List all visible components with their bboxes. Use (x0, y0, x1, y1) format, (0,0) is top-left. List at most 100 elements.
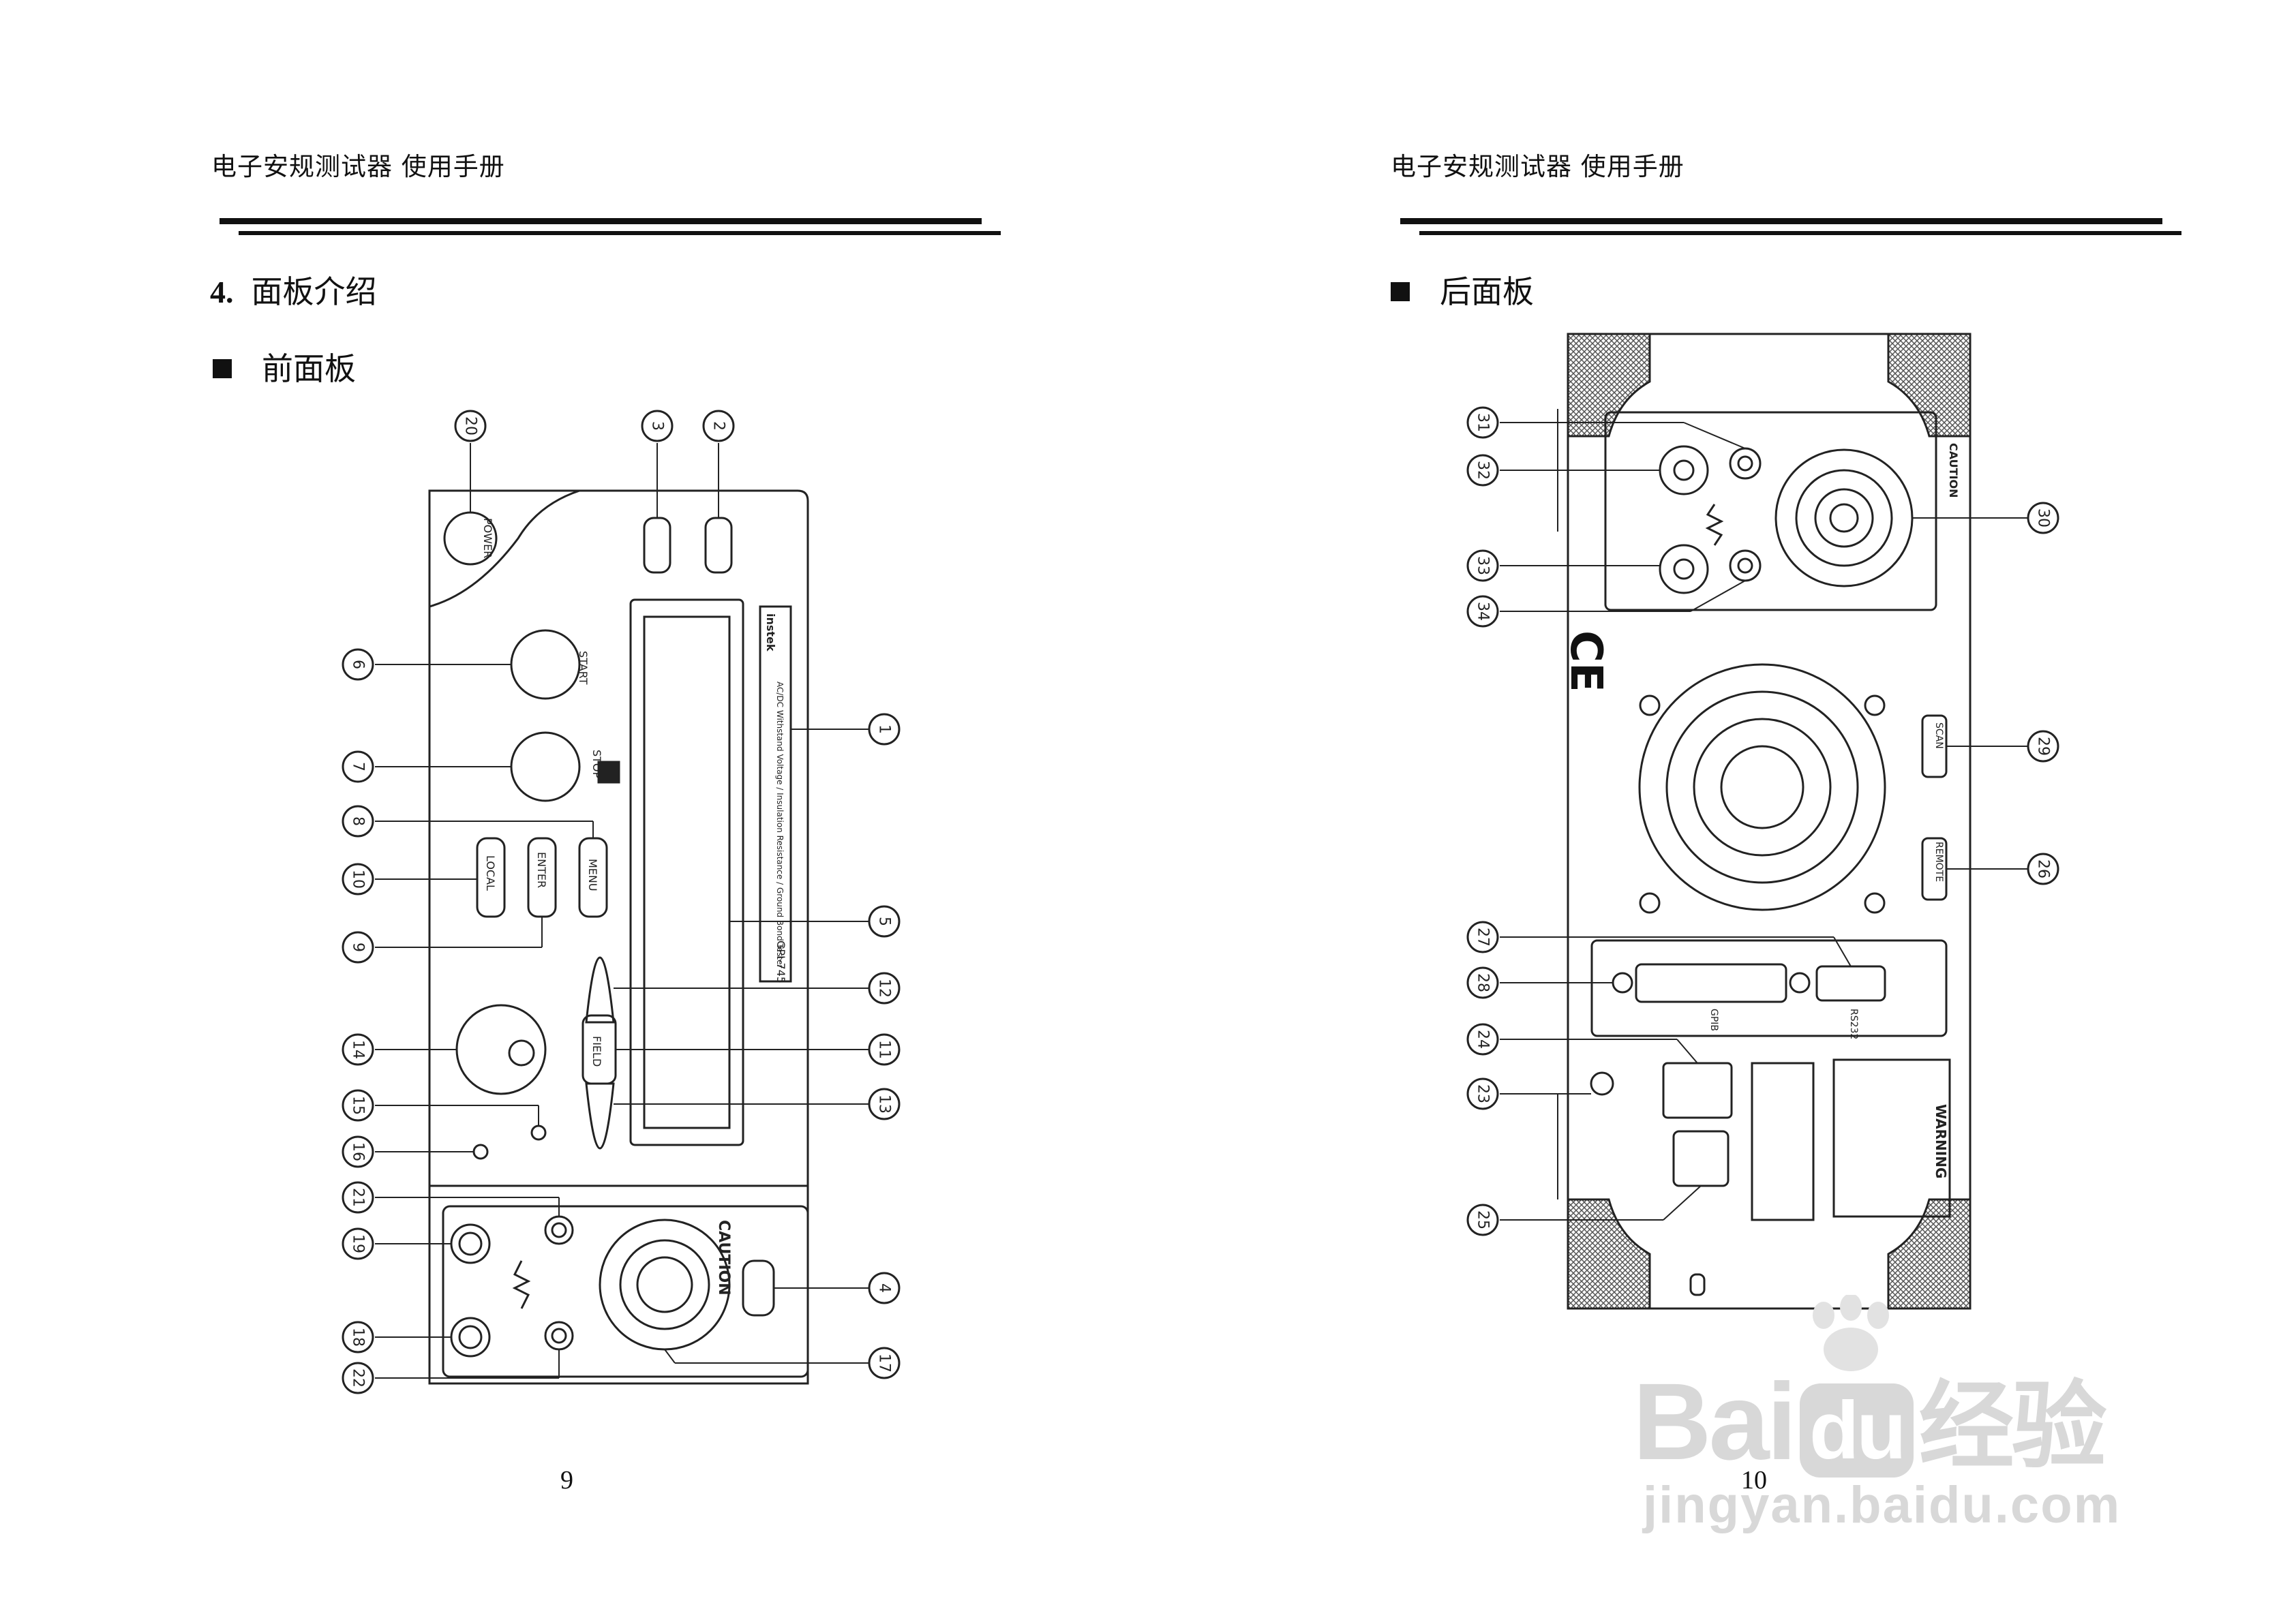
field-label: FIELD (590, 1036, 603, 1067)
front-callout-circle-15 (342, 1089, 374, 1122)
page-number: 9 (560, 1466, 573, 1495)
bullet-square-icon (213, 359, 232, 378)
section-title: 面板介绍 (251, 273, 377, 310)
rear-caution-label: CAUTION (1947, 443, 1960, 498)
rear-callout-number-32: 32 (1475, 461, 1492, 480)
rear-callout-number-29: 29 (2035, 737, 2052, 756)
watermark-du: du (1799, 1383, 1914, 1478)
front-callout-circle-14 (342, 1033, 374, 1066)
page-number: 10 (1741, 1466, 1767, 1495)
front-callout-circle-3 (641, 410, 674, 442)
rear-callout-number-30: 30 (2035, 508, 2052, 527)
front-callout-number-9: 9 (350, 943, 367, 952)
rear-callout-number-27: 27 (1475, 928, 1492, 947)
rear-callout-number-28: 28 (1475, 973, 1492, 992)
section-heading: 4. 面板介绍 (210, 267, 377, 312)
header-rule-thin (1419, 231, 2181, 235)
left-page: 电子安规测试器 使用手册 4.面板介绍 前面板 (210, 152, 1001, 1495)
rear-callout-circle-23 (1466, 1077, 1499, 1110)
header-rule-thin (239, 231, 1001, 235)
watermark-cn: 经验 (1918, 1373, 2107, 1480)
rear-callout-circle-32 (1466, 454, 1499, 487)
remote-label: REMOTE (1933, 842, 1944, 882)
front-callout-circle-6 (342, 648, 374, 681)
rear-callout-number-24: 24 (1475, 1030, 1492, 1049)
front-callout-number-19: 19 (350, 1234, 367, 1253)
section-number: 4. (210, 275, 234, 309)
power-label: POWER (481, 518, 494, 558)
front-callout-number-22: 22 (350, 1368, 367, 1388)
subsection-title: 前面板 (262, 350, 356, 387)
lcd-title-label: AC/DC Withstand Voltage / Insulation Res… (775, 682, 785, 968)
front-callout-circle-2 (702, 410, 735, 442)
local-label: LOCAL (484, 855, 497, 891)
front-callout-circle-20 (454, 410, 487, 442)
front-callout-circle-7 (342, 750, 374, 783)
warning-label: WARNING (1933, 1104, 1949, 1178)
rear-panel-figure: CE SCAN REMOTE GPIB RS232 WARNING CAUTIO… (1466, 333, 2059, 1310)
brand-label: instek (764, 613, 777, 652)
front-callout-circle-19 (342, 1227, 374, 1260)
rear-callout-number-33: 33 (1475, 556, 1492, 575)
rear-callout-number-31: 31 (1475, 413, 1492, 432)
header-rule-thick (1400, 218, 2162, 224)
front-callout-number-10: 10 (350, 870, 367, 889)
front-callout-circle-21 (342, 1181, 374, 1214)
front-panel-figure: POWER START STOP MENU ENTER LOCAL FIELD … (342, 410, 901, 1394)
rear-callout-circle-30 (2027, 502, 2059, 534)
front-callout-number-20: 20 (462, 416, 479, 435)
scan-label: SCAN (1933, 722, 1944, 749)
front-callout-number-13: 13 (876, 1095, 893, 1114)
front-callout-circle-18 (342, 1321, 374, 1353)
front-callout-number-17: 17 (876, 1353, 893, 1373)
front-callout-circle-13 (868, 1088, 901, 1120)
rear-callout-number-23: 23 (1475, 1084, 1492, 1103)
front-callout-circle-12 (868, 972, 901, 1005)
subsection-heading: 前面板 (213, 344, 356, 389)
front-callout-circle-1 (868, 713, 901, 746)
caution-label: CAUTION (715, 1220, 732, 1296)
stop-label: STOP (590, 750, 603, 779)
front-callout-number-7: 7 (350, 762, 367, 771)
rear-callout-circle-24 (1466, 1023, 1499, 1056)
running-header: 电子安规测试器 使用手册 (1391, 152, 1685, 181)
front-callout-number-6: 6 (350, 660, 367, 669)
front-callout-number-16: 16 (350, 1142, 367, 1161)
gpib-label: GPIB (1708, 1009, 1719, 1031)
model-label: GPI-745 (774, 940, 787, 983)
front-callout-circle-9 (342, 931, 374, 964)
paw-icon (1800, 1294, 1902, 1377)
ce-mark-label: CE (1560, 630, 1611, 692)
subsection-title: 后面板 (1440, 273, 1534, 310)
menu-label: MENU (586, 859, 599, 891)
watermark-brand: Bai (1633, 1360, 1797, 1482)
rs232-label: RS232 (1848, 1009, 1859, 1039)
front-callout-number-3: 3 (649, 421, 666, 431)
front-callout-number-12: 12 (876, 979, 893, 998)
subsection-heading: 后面板 (1391, 267, 1534, 312)
rear-callout-circle-31 (1466, 406, 1499, 439)
front-callout-number-5: 5 (876, 917, 893, 926)
header-rule-thick (220, 218, 982, 224)
front-callout-circle-10 (342, 863, 374, 896)
rear-callout-number-34: 34 (1475, 602, 1492, 621)
front-callout-number-1: 1 (876, 724, 893, 734)
front-callout-circle-5 (868, 905, 901, 938)
front-callout-number-18: 18 (350, 1328, 367, 1347)
rear-callout-circle-26 (2027, 853, 2059, 885)
front-callout-number-4: 4 (876, 1283, 893, 1293)
front-callout-circle-4 (868, 1272, 901, 1304)
watermark-url: jingyan.baidu.com (1643, 1476, 2121, 1534)
rear-callout-circle-27 (1466, 921, 1499, 953)
front-callout-circle-17 (868, 1347, 901, 1379)
rear-callout-number-25: 25 (1475, 1210, 1492, 1229)
front-callout-circle-22 (342, 1362, 374, 1394)
rear-callout-circle-25 (1466, 1204, 1499, 1236)
front-callout-number-8: 8 (350, 816, 367, 826)
right-page: 电子安规测试器 使用手册 后面板 (1148, 0, 2296, 1622)
front-callout-number-15: 15 (350, 1096, 367, 1115)
front-callout-circle-16 (342, 1135, 374, 1168)
enter-label: ENTER (535, 852, 548, 888)
front-callout-number-11: 11 (876, 1040, 893, 1059)
